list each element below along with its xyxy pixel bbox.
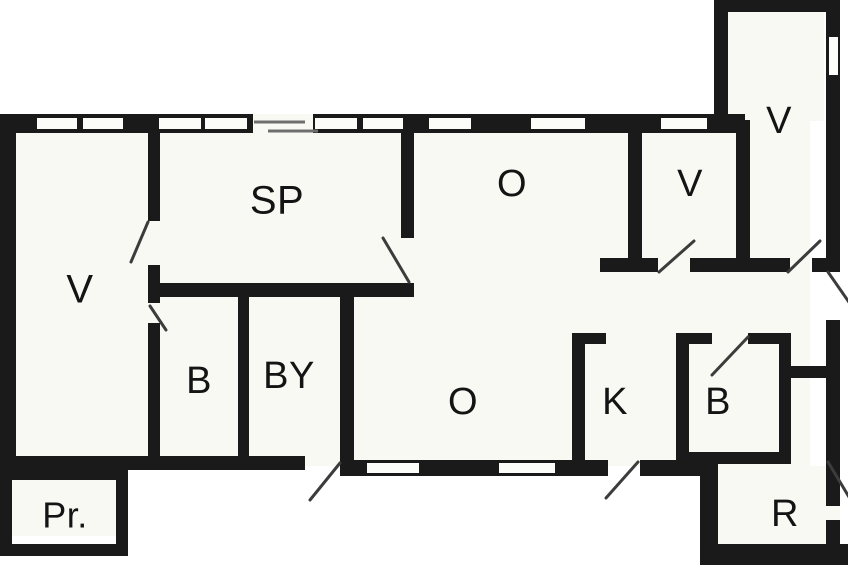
room-label-o-lower: O	[448, 381, 478, 423]
wall-vtopright-bottom-a	[750, 258, 790, 272]
room-label-by: BY	[263, 355, 315, 397]
window-top-5	[313, 116, 359, 131]
wall-by-o	[340, 291, 354, 463]
wall-pr-right	[116, 466, 128, 556]
fill-pr	[6, 474, 122, 536]
wall-bright-bottom	[676, 452, 791, 464]
door-swing-bright	[710, 335, 750, 377]
windows	[35, 35, 840, 475]
room-label-r: R	[771, 493, 799, 535]
wall-topright-left	[714, 0, 728, 122]
window-top-4	[203, 116, 249, 131]
wall-r-left	[700, 460, 718, 560]
door-swings	[129, 220, 848, 502]
wall-bottom-left-b	[128, 456, 305, 470]
wall-r-right-a	[826, 460, 840, 506]
room-label-o-upper: O	[497, 163, 527, 205]
window-top-3	[157, 116, 203, 131]
door-swing-vleft-sp	[129, 220, 150, 264]
window-bottom-2	[497, 461, 557, 475]
wall-b-by	[238, 291, 249, 463]
wall-right-stub	[786, 366, 840, 378]
wall-k-left	[572, 333, 585, 463]
room-fills	[4, 6, 840, 552]
room-label-b-right: B	[705, 381, 731, 423]
window-top-1	[35, 116, 79, 131]
wall-bright-top-a	[676, 333, 712, 344]
door-swing-by-bottom	[308, 461, 342, 502]
room-label-pr: Pr.	[42, 495, 88, 536]
wall-vmid-right	[736, 120, 750, 272]
wall-right-mid-b	[826, 400, 840, 460]
wall-vleft-b-lower	[148, 323, 160, 463]
room-label-v-mid: V	[677, 163, 703, 205]
fill-v-topright	[724, 6, 824, 121]
room-labels: V SP B BY Pr. O O K B V V R	[42, 100, 799, 536]
wall-k-top-stub	[572, 333, 606, 344]
door-swing-k-bottom	[604, 460, 640, 500]
wall-r-right-b	[826, 520, 840, 550]
wall-bright-right	[779, 333, 791, 463]
room-label-sp: SP	[250, 179, 304, 223]
wall-right-mid-a	[826, 320, 840, 400]
door-swing-vtopright	[786, 239, 822, 274]
fill-r	[712, 466, 840, 552]
window-top-8	[529, 116, 587, 131]
wall-pr-top	[0, 466, 128, 480]
wall-o-vmid	[628, 126, 642, 269]
door-swing-sp-o	[381, 236, 411, 284]
wall-vmid-bottom-a	[600, 258, 658, 272]
room-label-k: K	[602, 381, 628, 423]
sliding-door-symbol	[254, 120, 318, 133]
window-top-7	[427, 116, 473, 131]
door-swing-vmid	[657, 239, 696, 274]
window-right-1	[827, 35, 840, 77]
window-top-6	[361, 116, 405, 131]
window-top-9	[659, 116, 709, 131]
room-label-v-topright: V	[766, 100, 792, 142]
door-swing-ext-upper	[826, 270, 848, 304]
wall-sp-o-foot	[354, 283, 414, 297]
window-bottom-1	[365, 461, 421, 475]
window-top-2	[81, 116, 125, 131]
wall-pr-left	[0, 466, 12, 556]
wall-vleft-sp-upper	[148, 126, 160, 221]
wall-sp-o	[401, 126, 414, 238]
wall-topright-top	[714, 0, 840, 12]
wall-r-bottom	[700, 544, 848, 565]
wall-pr-bottom	[0, 544, 128, 556]
wall-vtopright-bottom-b	[812, 258, 840, 272]
door-swing-ext-lower	[826, 460, 848, 499]
door-swing-vleft-b	[148, 304, 168, 332]
wall-vmid-bottom-b	[690, 258, 748, 272]
wall-sp-bottom	[148, 283, 363, 297]
wall-bright-left	[676, 333, 689, 463]
room-label-v-left: V	[66, 268, 93, 312]
wall-bright-top-b	[748, 333, 790, 344]
room-label-b-left: B	[186, 360, 212, 402]
wall-outer-left	[0, 114, 16, 466]
